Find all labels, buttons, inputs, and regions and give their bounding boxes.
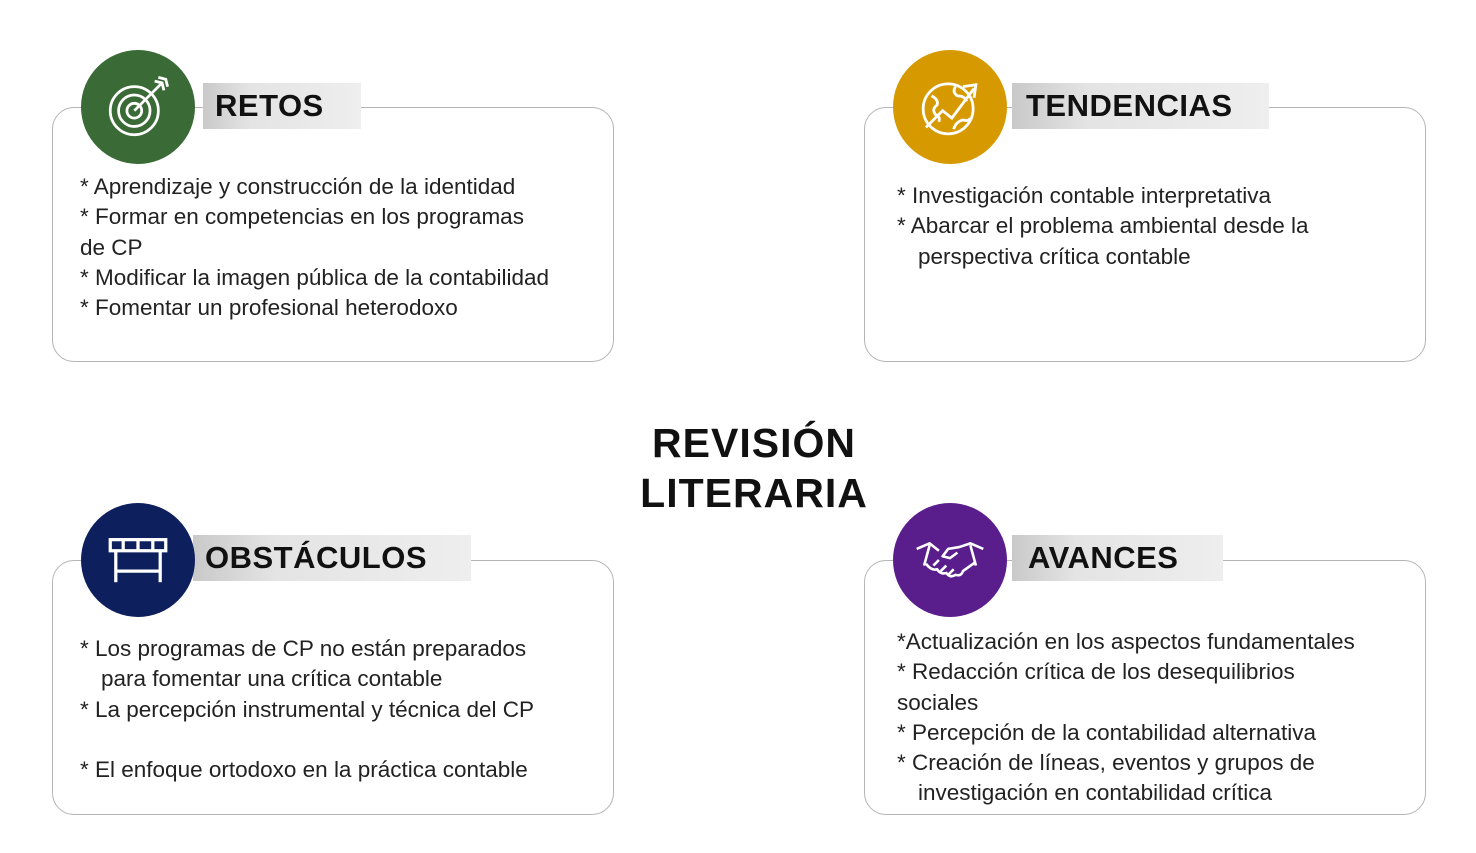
list-item: * Redacción crítica de los desequilibrio…: [897, 659, 1295, 685]
retos-list: * Aprendizaje y construcción de la ident…: [80, 172, 549, 323]
handshake-icon: [916, 542, 984, 578]
list-item: * Aprendizaje y construcción de la ident…: [80, 174, 516, 199]
list-item: investigación en contabilidad crítica: [918, 780, 1272, 806]
tendencias-label: TENDENCIAS: [1012, 83, 1269, 129]
list-item: perspectiva crítica contable: [918, 243, 1191, 269]
obstaculos-circle: [81, 503, 195, 617]
list-item: de CP: [80, 234, 143, 260]
list-item: * Investigación contable interpretativa: [897, 183, 1271, 208]
obstaculos-label: OBSTÁCULOS: [193, 535, 471, 581]
hurdle-icon: [108, 538, 168, 583]
list-item: * Formar en competencias en los programa…: [80, 204, 524, 230]
list-item: * Modificar la imagen pública de la cont…: [80, 264, 550, 290]
list-item: sociales: [897, 689, 979, 715]
list-item: * Los programas de CP no están preparado…: [80, 636, 527, 661]
list-item: *Actualización en los aspectos fundament…: [897, 629, 1355, 654]
tendencias-list: * Investigación contable interpretativa …: [897, 181, 1309, 272]
retos-label: RETOS: [203, 83, 361, 129]
avances-list: *Actualización en los aspectos fundament…: [897, 627, 1355, 809]
globe-trend-icon: [921, 82, 978, 136]
list-item: * Abarcar el problema ambiental desde la: [897, 213, 1309, 239]
list-item: * Percepción de la contabilidad alternat…: [897, 719, 1317, 745]
list-item: * El enfoque ortodoxo en la práctica con…: [80, 756, 528, 782]
list-spacer: [80, 725, 534, 755]
obstaculos-list: * Los programas de CP no están preparado…: [80, 634, 534, 785]
tendencias-circle: [893, 50, 1007, 164]
center-title: REVISIÓN LITERARIA: [604, 418, 904, 518]
avances-circle: [893, 503, 1007, 617]
list-item: * La percepción instrumental y técnica d…: [80, 696, 534, 722]
target-icon: [108, 76, 169, 137]
avances-label: AVANCES: [1012, 535, 1223, 581]
center-title-line: REVISIÓN: [652, 420, 856, 466]
center-title-line: LITERARIA: [640, 470, 868, 516]
list-item: para fomentar una crítica contable: [101, 666, 443, 692]
list-item: * Fomentar un profesional heterodoxo: [80, 295, 458, 321]
list-item: * Creación de líneas, eventos y grupos d…: [897, 750, 1315, 776]
retos-circle: [81, 50, 195, 164]
